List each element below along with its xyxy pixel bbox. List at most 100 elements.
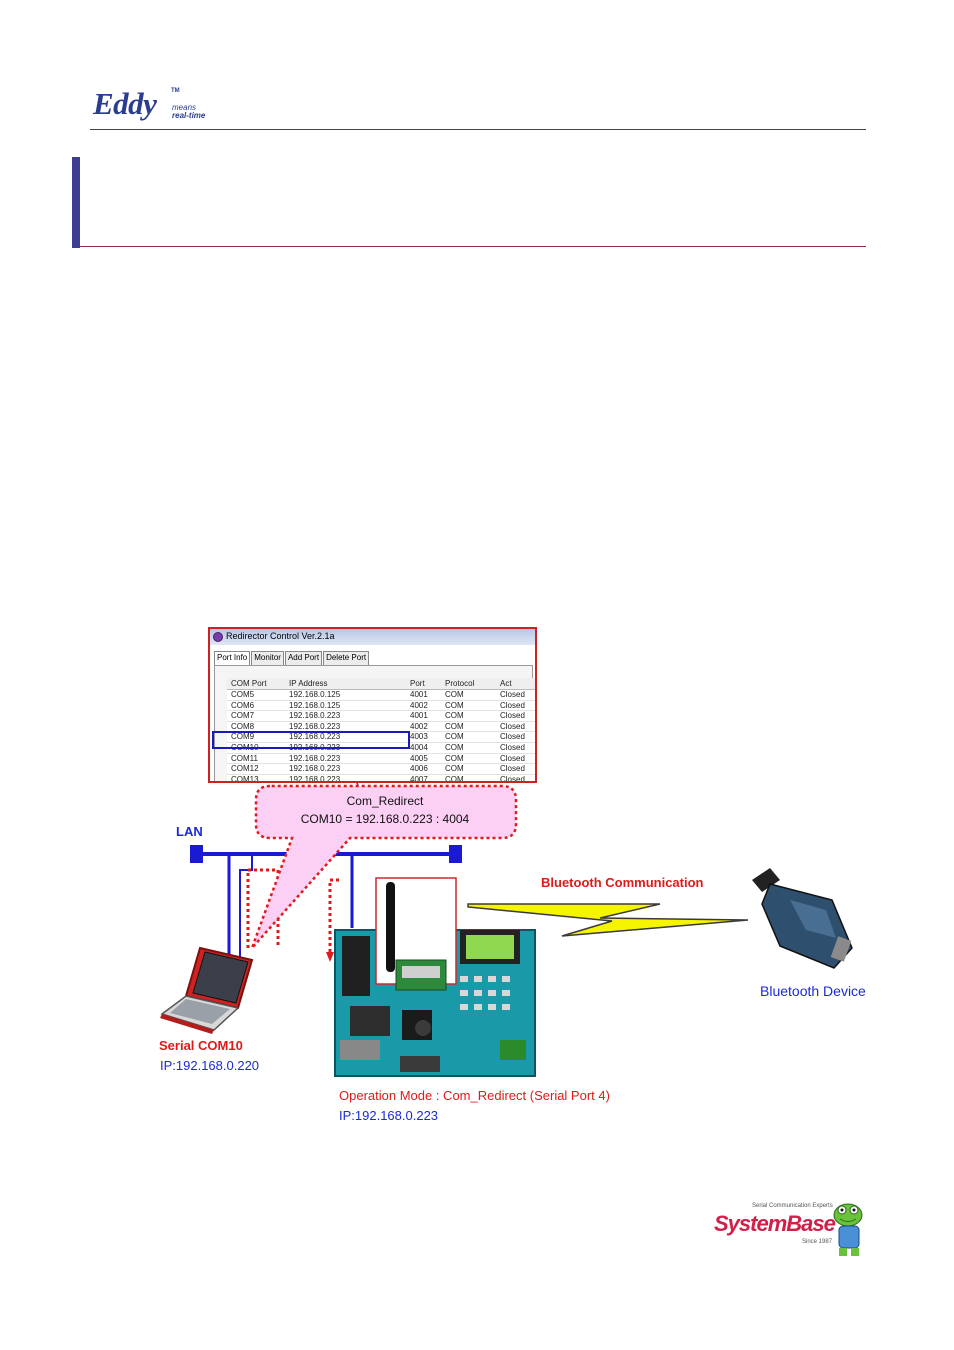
table-cell: 192.168.0.223 [289,764,341,774]
table-cell: 4002 [410,721,428,731]
logo-means: means [172,103,197,112]
logo-trademark: TM [171,88,180,94]
table-cell: COM11 [231,753,258,763]
table-cell: COM6 [231,700,255,710]
evaluation-board-image [334,877,536,1077]
tab-strip: Port Info Monitor Add Port Delete Port [214,651,370,665]
redirector-window: Redirector Control Ver.2.1a Port Info Mo… [208,627,537,783]
logo-text: Eddy [93,86,157,121]
bluetooth-lightning [467,903,749,937]
systembase-logo: Serial Communication Experts SystemBase … [712,1203,866,1263]
table-cell: COM [445,711,464,721]
table-cell: 192.168.0.223 [289,732,341,742]
column-header[interactable]: Act [500,679,512,688]
tab-delete-port[interactable]: Delete Port [323,651,370,665]
bluetooth-device-label: Bluetooth Device [760,983,866,999]
table-cell: COM [445,753,464,763]
table-cell: COM [445,721,464,731]
table-cell: COM7 [231,711,255,721]
lan-terminator-right [449,845,462,863]
table-row[interactable]: COM9 192.168.0.223 4003 COM Closed [227,732,535,743]
bluetooth-communication-label: Bluetooth Communication [541,875,704,890]
callout-bubble [250,784,518,949]
table-cell: 4001 [410,711,428,721]
tab-monitor[interactable]: Monitor [251,651,284,665]
table-cell: Closed [500,700,525,710]
logo-brand: SystemBase [714,1211,836,1236]
table-cell: COM [445,700,464,710]
app-icon [213,632,223,642]
table-cell: 192.168.0.223 [289,711,341,721]
table-cell: COM [445,774,464,783]
tab-port-info[interactable]: Port Info [214,651,251,665]
table-header: COM Port IP Address Port Protocol Act [227,678,535,690]
eddy-logo: Eddy TM means real-time [93,86,223,126]
selected-row-highlight [212,731,410,749]
column-header[interactable]: COM Port [231,679,267,688]
laptop-image [160,946,254,1034]
table-cell: 4001 [410,690,428,699]
table-cell: 4006 [410,764,428,774]
serial-arrow-head [326,952,334,962]
table-cell: 192.168.0.223 [289,721,341,731]
frog-mascot-icon [833,1203,863,1256]
callout-title: Com_Redirect [346,794,424,808]
column-header[interactable]: IP Address [289,679,328,688]
tab-add-port[interactable]: Add Port [284,651,323,665]
column-header[interactable]: Port [410,679,425,688]
table-cell: COM [445,732,464,742]
board-ip-label: IP:192.168.0.223 [339,1108,439,1123]
table-cell: Closed [500,742,525,752]
table-row[interactable]: COM11 192.168.0.223 4005 COM Closed [227,753,535,765]
logo-realtime: real-time [172,111,206,120]
table-cell: Closed [500,764,525,774]
laptop-port-label: Serial COM10 [159,1038,243,1053]
table-cell: 4007 [410,774,428,783]
table-cell: Closed [500,721,525,731]
window-title: Redirector Control Ver.2.1a [226,631,335,641]
table-cell: 4002 [410,700,428,710]
table-cell: 192.168.0.125 [289,690,341,699]
lan-label: LAN [176,824,203,839]
table-cell: Closed [500,690,525,699]
table-cell: COM5 [231,690,255,699]
section-title-bar [72,157,80,248]
table-cell: COM8 [231,721,255,731]
table-cell: Closed [500,753,525,763]
serial-path-board [328,878,342,958]
table-row[interactable]: COM13 192.168.0.223 4007 COM Closed [227,774,535,783]
table-cell: Closed [500,732,525,742]
port-info-panel: COM Port IP Address Port Protocol Act CO… [214,665,535,781]
table-cell: COM [445,742,464,752]
lan-terminator-left [190,845,203,863]
table-cell: 4005 [410,753,428,763]
table-cell: 4003 [410,732,428,742]
laptop-ip-label: IP:192.168.0.220 [160,1058,260,1073]
table-cell: 192.168.0.223 [289,753,341,763]
table-cell: 192.168.0.223 [289,774,341,783]
table-cell: COM [445,764,464,774]
logo-tagline: Serial Communication Experts [752,1203,833,1209]
table-cell: 4004 [410,742,428,752]
table-cell: COM13 [231,774,259,783]
bluetooth-device-image [752,868,853,969]
callout-mapping: COM10 = 192.168.0.223 : 4004 [300,812,470,826]
column-header[interactable]: Protocol [445,679,475,688]
table-cell: Closed [500,774,525,783]
table-cell: COM [445,690,464,699]
table-row[interactable]: COM12 192.168.0.223 4006 COM Closed [227,764,535,775]
table-row[interactable]: COM7 192.168.0.223 4001 COM Closed [227,711,535,722]
section-title-rule [80,246,866,247]
table-cell: COM9 [231,732,255,742]
board-mode-label: Operation Mode : Com_Redirect (Serial Po… [339,1088,610,1103]
table-cell: 192.168.0.125 [289,700,341,710]
logo-since: Since 1987 [802,1239,833,1245]
header-divider [90,129,866,130]
table-row[interactable]: COM5 192.168.0.125 4001 COM Closed [227,690,535,701]
window-titlebar: Redirector Control Ver.2.1a [210,629,535,645]
table-cell: Closed [500,711,525,721]
lan-drop-laptop-2 [239,854,253,958]
table-row[interactable]: COM6 192.168.0.125 4002 COM Closed [227,700,535,712]
table-cell: COM12 [231,764,259,774]
